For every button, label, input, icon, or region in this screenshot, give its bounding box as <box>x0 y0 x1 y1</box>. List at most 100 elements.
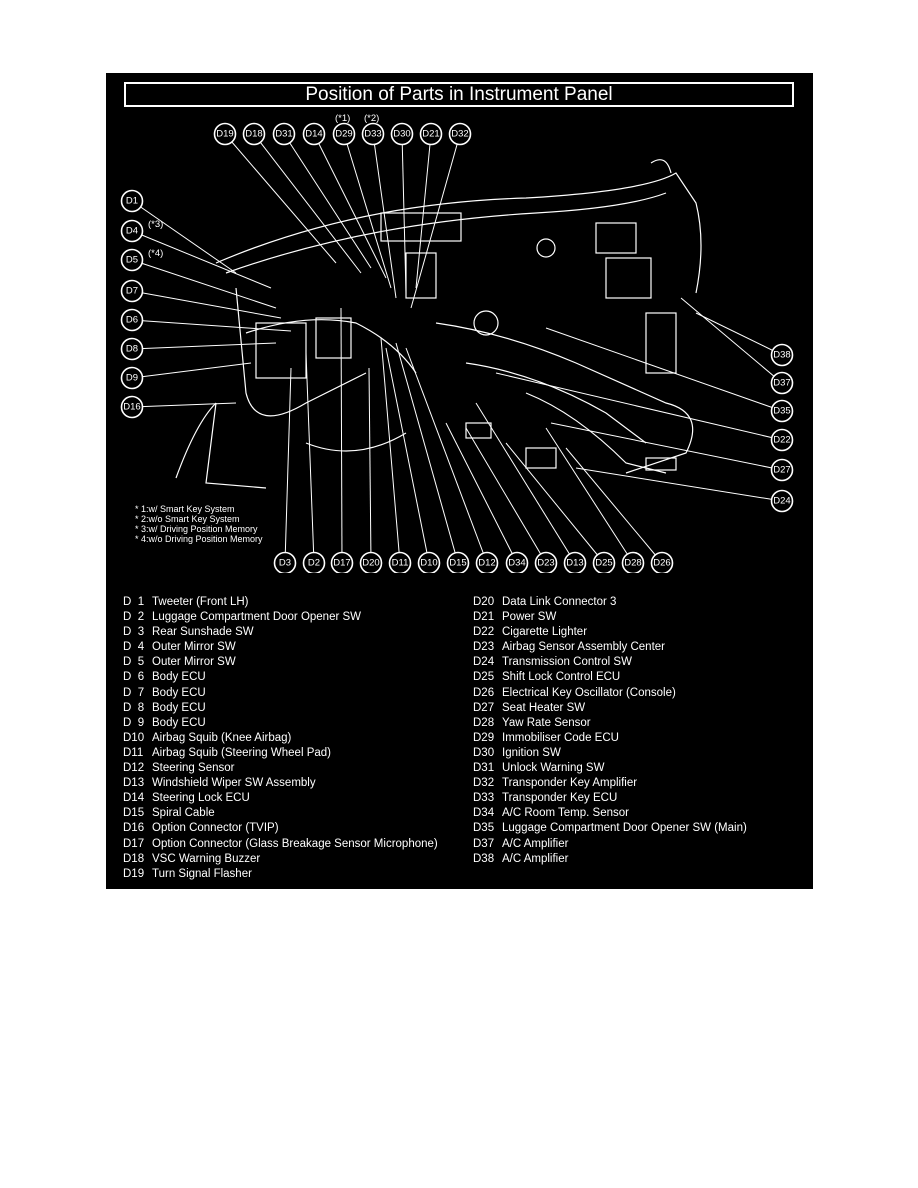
legend-item: D 4 Outer Mirror SW <box>123 640 438 655</box>
callout-label: D5 <box>126 255 138 266</box>
callout-d8: D8 <box>120 337 144 361</box>
callout-label: D8 <box>126 344 138 355</box>
legend-name: Unlock Warning SW <box>502 762 605 775</box>
leader-line <box>131 200 237 274</box>
callout-circle <box>120 308 144 332</box>
callout-label: D6 <box>126 315 138 326</box>
leader-line <box>401 133 407 294</box>
legend-item: D24 Transmission Control SW <box>473 655 747 670</box>
callout-d7: D7 <box>120 279 144 303</box>
leader-line <box>545 327 783 412</box>
callout-label: D33 <box>364 129 381 140</box>
leader-line <box>340 307 343 564</box>
callout-d33: D33 (*2) <box>361 113 385 146</box>
callout-circle <box>272 122 296 146</box>
callout-label: D21 <box>422 129 439 140</box>
callout-circle <box>592 551 616 573</box>
legend-name: Rear Sunshade SW <box>152 626 254 639</box>
callout-label: D9 <box>126 373 138 384</box>
legend-code: D16 <box>123 822 145 835</box>
callout-circle <box>120 337 144 361</box>
legend-code: D25 <box>473 671 495 684</box>
legend-name: Luggage Compartment Door Opener SW (Main… <box>502 822 747 835</box>
leader-line <box>565 447 663 564</box>
callout-d31: D31 <box>272 122 296 146</box>
legend-name: VSC Warning Buzzer <box>152 852 261 865</box>
leader-line <box>545 427 634 564</box>
callout-label: D24 <box>773 496 790 507</box>
callout-d10: D10 <box>417 551 441 573</box>
callout-circle <box>446 551 470 573</box>
callout-circle <box>770 428 794 452</box>
leader-line <box>131 230 272 289</box>
leader-line <box>131 290 282 319</box>
leader-line <box>495 372 783 441</box>
legend-code: D23 <box>473 641 495 654</box>
callout-circle <box>505 551 529 573</box>
callout-circle <box>332 122 356 146</box>
footnote: * 2:w/o Smart Key System <box>135 514 240 524</box>
leader-line <box>415 133 432 289</box>
legend-name: Transmission Control SW <box>502 656 632 669</box>
leader-lines <box>131 133 783 564</box>
legend-name: A/C Amplifier <box>502 837 569 850</box>
callout-circle <box>302 551 326 573</box>
callout-label: D15 <box>449 558 466 569</box>
callout-label: D22 <box>773 435 790 446</box>
callout-note: (*4) <box>148 248 163 259</box>
callout-d1: D1 <box>120 189 144 213</box>
legend-name: Power SW <box>502 611 557 624</box>
callout-d4: D4(*3) <box>120 219 163 243</box>
callout-note: (*2) <box>364 113 379 124</box>
legend-code: D35 <box>473 822 495 835</box>
legend-name: Outer Mirror SW <box>152 641 236 654</box>
callout-label: D3 <box>279 558 291 569</box>
callout-label: D25 <box>595 558 612 569</box>
leader-line <box>695 312 783 356</box>
leader-line <box>131 362 252 379</box>
callout-circle <box>534 551 558 573</box>
legend-code: D24 <box>473 656 495 669</box>
callout-d26: D26 <box>650 551 674 573</box>
legend-name: Outer Mirror SW <box>152 656 236 669</box>
legend-name: Option Connector (Glass Breakage Sensor … <box>152 837 438 850</box>
legend-code: D 4 <box>123 641 145 654</box>
leader-line <box>131 402 237 408</box>
leader-line <box>575 467 783 502</box>
callout-circle <box>120 395 144 419</box>
leader-line <box>305 352 315 564</box>
callout-d25: D25 <box>592 551 616 573</box>
callout-d3: D3 <box>273 551 297 573</box>
footnote: * 3:w/ Driving Position Memory <box>135 524 258 534</box>
legend-name: Steering Lock ECU <box>152 792 250 805</box>
callout-label: D14 <box>305 129 322 140</box>
legend-code: D32 <box>473 777 495 790</box>
legend-code: D19 <box>123 867 145 880</box>
callout-circle <box>650 551 674 573</box>
callout-label: D18 <box>245 129 262 140</box>
leader-line <box>372 133 397 299</box>
callout-circle <box>120 219 144 243</box>
legend-code: D21 <box>473 611 495 624</box>
callout-d28: D28 <box>621 551 645 573</box>
page-title: Position of Parts in Instrument Panel <box>124 82 794 107</box>
callout-label: D16 <box>123 402 140 413</box>
legend-code: D20 <box>473 596 495 608</box>
leader-line <box>465 427 547 564</box>
callout-d20: D20 <box>359 551 383 573</box>
callout-d9: D9 <box>120 366 144 390</box>
legend-code: D 1 <box>123 596 145 608</box>
legend-name: Seat Heater SW <box>502 701 586 714</box>
